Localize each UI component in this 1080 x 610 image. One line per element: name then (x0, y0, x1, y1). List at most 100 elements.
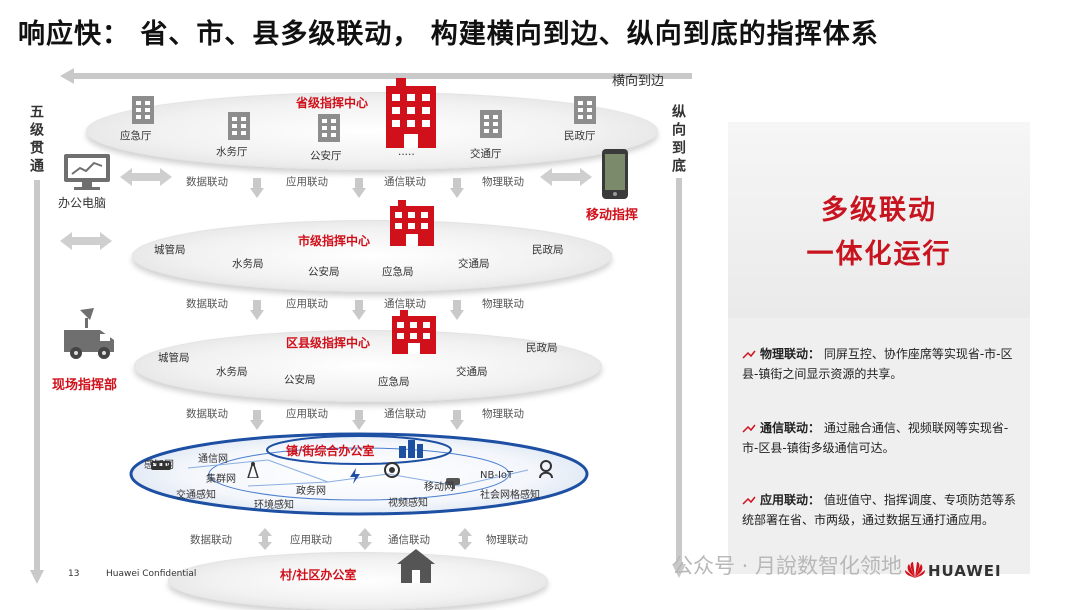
province-dept: 民政厅 (564, 128, 596, 143)
down-arrow-icon (450, 178, 464, 198)
double-arrow-icon (60, 230, 112, 252)
town-item: NB-IoT (480, 470, 513, 481)
lightning-icon (348, 468, 362, 484)
updown-arrow-icon (458, 528, 472, 550)
town-building-icon (398, 440, 424, 458)
county-dept: 公安局 (284, 372, 316, 387)
city-dept: 民政局 (532, 242, 564, 257)
down-arrow-icon (450, 300, 464, 320)
down-arrow-icon (352, 300, 366, 320)
town-item: 通信网 (198, 450, 228, 465)
down-arrow-icon (250, 300, 264, 320)
watermark: 公众号 · 月說数智化领地 (672, 550, 902, 580)
horizontal-label: 横向到边 (612, 70, 664, 89)
province-label: 省级指挥中心 (296, 94, 368, 111)
right-vertical-label: 纵向到底 (668, 104, 688, 176)
dept-building-icon (222, 108, 256, 142)
province-center-building-icon (382, 78, 440, 148)
antenna-icon (246, 462, 260, 478)
city-dept: 城管局 (154, 242, 186, 257)
town-item: 交通感知 (176, 486, 216, 501)
province-dept: ..... (398, 146, 415, 158)
panel-title-line2: 一体化运行 (728, 232, 1030, 271)
county-center-building-icon (390, 310, 438, 354)
brand-name: HUAWEI (928, 562, 1002, 580)
right-vertical-arrow (672, 178, 686, 578)
city-center-building-icon (388, 200, 436, 246)
panel-item-heading: 物理联动： (760, 347, 820, 361)
down-arrow-icon (352, 178, 366, 198)
field-command-label: 现场指挥部 (52, 374, 117, 393)
link-label: 数据联动 (186, 296, 228, 311)
province-dept: 应急厅 (120, 128, 152, 143)
link-label: 应用联动 (286, 174, 328, 189)
city-dept: 交通局 (458, 256, 490, 271)
county-label: 区县级指挥中心 (286, 334, 370, 351)
panel-title-line1: 多级联动 (728, 188, 1030, 227)
link-row-2: 数据联动 应用联动 通信联动 物理联动 (168, 292, 588, 320)
city-dept: 公安局 (308, 264, 340, 279)
down-arrow-icon (250, 410, 264, 430)
city-dept: 应急局 (382, 264, 414, 279)
village-disc (168, 552, 548, 610)
person-icon (538, 460, 554, 478)
dept-building-icon (568, 92, 602, 126)
town-item: 集群网 (206, 470, 236, 485)
mobile-command-label: 移动指挥 (586, 204, 638, 223)
page-title: 响应快： 省、市、县多级联动， 构建横向到边、纵向到底的指挥体系 (18, 12, 879, 51)
confidential-label: Huawei Confidential (106, 569, 196, 579)
camera-icon (382, 462, 402, 478)
panel-item: 应用联动： 值班值守、指挥调度、专项防范等系统部署在省、市两级，通过数据互通打通… (742, 490, 1024, 530)
county-dept: 交通局 (456, 364, 488, 379)
county-dept: 应急局 (378, 374, 410, 389)
link-label: 应用联动 (286, 296, 328, 311)
mobile-phone-icon (600, 148, 630, 200)
updown-arrow-icon (358, 528, 372, 550)
panel-item-heading: 应用联动： (760, 493, 820, 507)
town-item: 感知网 (144, 456, 174, 471)
panel-item-heading: 通信联动： (760, 421, 820, 435)
town-item: 环境感知 (254, 496, 294, 511)
link-label: 通信联动 (388, 532, 430, 547)
province-dept: 交通厅 (470, 146, 502, 161)
left-vertical-label: 五级贯通 (26, 104, 46, 176)
province-dept: 水务厅 (216, 144, 248, 159)
link-label: 数据联动 (186, 174, 228, 189)
dept-building-icon (312, 110, 346, 144)
link-label: 物理联动 (486, 532, 528, 547)
field-command-van-icon (60, 306, 120, 360)
updown-arrow-icon (258, 528, 272, 550)
link-row-3: 数据联动 应用联动 通信联动 物理联动 (168, 402, 588, 430)
link-label: 物理联动 (482, 406, 524, 421)
link-label: 数据联动 (186, 406, 228, 421)
link-label: 物理联动 (482, 174, 524, 189)
double-arrow-icon (120, 166, 172, 188)
bullet-icon (742, 350, 756, 360)
city-dept: 水务局 (232, 256, 264, 271)
link-row-1: 数据联动 应用联动 通信联动 物理联动 (168, 170, 588, 198)
page-number: 13 (68, 569, 79, 579)
city-label: 市级指挥中心 (298, 232, 370, 249)
link-label: 应用联动 (290, 532, 332, 547)
dept-building-icon (474, 106, 508, 140)
village-label: 村/社区办公室 (280, 566, 356, 583)
province-dept: 公安厅 (310, 148, 342, 163)
left-vertical-arrow (30, 180, 44, 584)
county-dept: 水务局 (216, 364, 248, 379)
town-item: 社会网格感知 (480, 486, 540, 501)
bullet-icon (742, 496, 756, 506)
down-arrow-icon (450, 410, 464, 430)
link-label: 数据联动 (190, 532, 232, 547)
office-pc-label: 办公电脑 (58, 194, 106, 211)
link-label: 通信联动 (384, 296, 426, 311)
county-dept: 城管局 (158, 350, 190, 365)
bullet-icon (742, 424, 756, 434)
town-item: 移动网 (424, 478, 454, 493)
town-item: 视频感知 (388, 494, 428, 509)
link-label: 应用联动 (286, 406, 328, 421)
huawei-logo-icon (904, 560, 926, 580)
village-house-icon (396, 548, 436, 584)
right-panel-header: 多级联动 一体化运行 (728, 122, 1030, 318)
link-row-4: 数据联动 应用联动 通信联动 物理联动 (168, 526, 588, 554)
link-label: 通信联动 (384, 406, 426, 421)
